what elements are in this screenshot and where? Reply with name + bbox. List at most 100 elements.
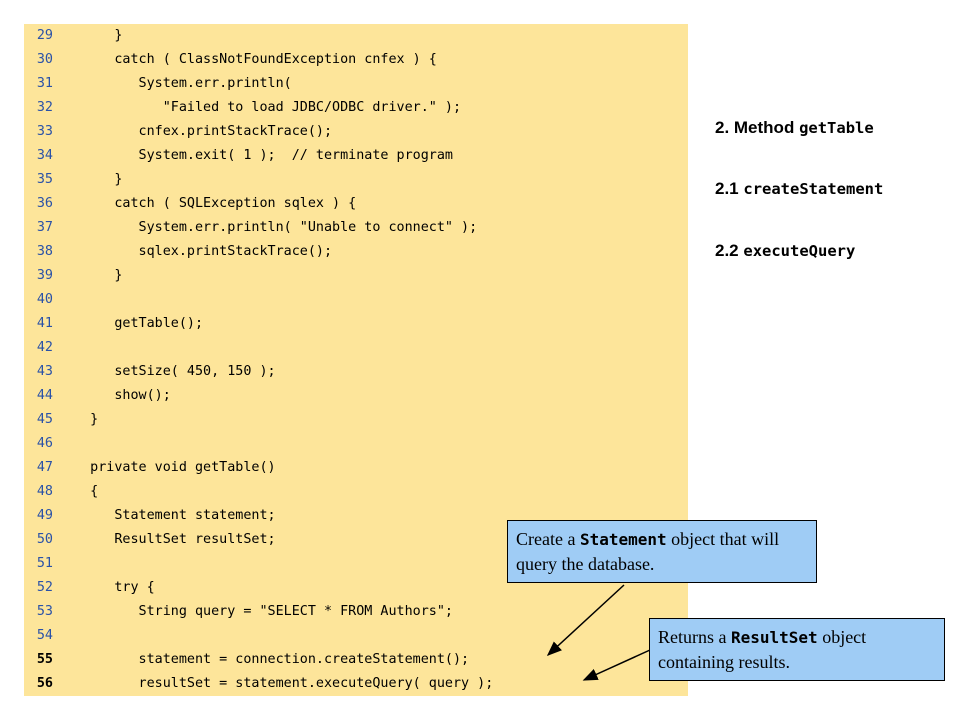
callout-returns-resultset: Returns a ResultSet object containing re… <box>649 618 945 681</box>
code-line: 44 show(); <box>24 384 688 408</box>
line-number: 36 <box>36 196 53 211</box>
code-text: System.exit( 1 ); // terminate program <box>66 148 453 163</box>
line-number: 52 <box>36 580 53 595</box>
line-number: 30 <box>36 52 53 67</box>
code-text: } <box>66 268 123 283</box>
code-line: 36 catch ( SQLException sqlex ) { <box>24 192 688 216</box>
code-text: Statement statement; <box>66 508 276 523</box>
code-text: } <box>66 172 123 187</box>
line-number: 32 <box>36 100 53 115</box>
outline-item-executequery: 2.2 executeQuery <box>715 241 855 261</box>
code-line: 32 "Failed to load JDBC/ODBC driver." ); <box>24 96 688 120</box>
code-text: } <box>66 412 99 427</box>
code-line: 40 <box>24 288 688 312</box>
code-text: resultSet = statement.executeQuery( quer… <box>66 676 494 691</box>
line-number: 46 <box>36 436 53 451</box>
code-line: 37 System.err.println( "Unable to connec… <box>24 216 688 240</box>
code-line: 51 <box>24 552 688 576</box>
code-line: 38 sqlex.printStackTrace(); <box>24 240 688 264</box>
line-number: 35 <box>36 172 53 187</box>
line-number: 49 <box>36 508 53 523</box>
code-text: String query = "SELECT * FROM Authors"; <box>66 604 453 619</box>
line-number: 39 <box>36 268 53 283</box>
code-line: 42 <box>24 336 688 360</box>
code-text: System.err.println( <box>66 76 292 91</box>
line-number: 37 <box>36 220 53 235</box>
outline-code: createStatement <box>743 180 884 198</box>
code-text: show(); <box>66 388 171 403</box>
callout-pre: Returns a <box>658 627 731 647</box>
code-line: 53 String query = "SELECT * FROM Authors… <box>24 600 688 624</box>
line-number: 38 <box>36 244 53 259</box>
code-line: 50 ResultSet resultSet; <box>24 528 688 552</box>
callout-post: object that will query the database. <box>516 529 780 574</box>
outline-code: executeQuery <box>743 242 856 260</box>
line-number: 42 <box>36 340 53 355</box>
code-line: 41 getTable(); <box>24 312 688 336</box>
code-text: sqlex.printStackTrace(); <box>66 244 333 259</box>
code-text: cnfex.printStackTrace(); <box>66 124 333 139</box>
code-text: statement = connection.createStatement()… <box>66 652 470 667</box>
line-number: 43 <box>36 364 53 379</box>
line-number: 51 <box>36 556 53 571</box>
callout-create-statement: Create a Statement object that will quer… <box>507 520 817 583</box>
line-number: 50 <box>36 532 53 547</box>
code-text: catch ( ClassNotFoundException cnfex ) { <box>66 52 437 67</box>
outline-item-createstatement: 2.1 createStatement <box>715 179 883 199</box>
code-line: 43 setSize( 450, 150 ); <box>24 360 688 384</box>
line-number: 41 <box>36 316 53 331</box>
line-number: 47 <box>36 460 53 475</box>
code-line: 31 System.err.println( <box>24 72 688 96</box>
code-text: getTable(); <box>66 316 204 331</box>
callout-code: ResultSet <box>730 628 818 647</box>
code-text: catch ( SQLException sqlex ) { <box>66 196 357 211</box>
arrow-to-line-56 <box>582 649 651 681</box>
outline-label: 2. Method <box>715 118 800 137</box>
line-number: 56 <box>36 676 53 691</box>
code-line: 33 cnfex.printStackTrace(); <box>24 120 688 144</box>
line-number: 44 <box>36 388 53 403</box>
line-number: 40 <box>36 292 53 307</box>
code-line: 49 Statement statement; <box>24 504 688 528</box>
code-line: 34 System.exit( 1 ); // terminate progra… <box>24 144 688 168</box>
line-number: 48 <box>36 484 53 499</box>
code-line: 47 private void getTable() <box>24 456 688 480</box>
outline-label: 2.2 <box>715 241 744 260</box>
outline-code: getTable <box>799 119 874 137</box>
callout-pre: Create a <box>516 529 580 549</box>
code-text: private void getTable() <box>66 460 276 475</box>
code-line: 54 <box>24 624 688 648</box>
outline-item-method-gettable: 2. Method getTable <box>715 118 874 138</box>
code-line: 56 resultSet = statement.executeQuery( q… <box>24 672 688 696</box>
line-number: 29 <box>36 28 53 43</box>
code-line: 52 try { <box>24 576 688 600</box>
code-text: "Failed to load JDBC/ODBC driver." ); <box>66 100 462 115</box>
code-line: 30 catch ( ClassNotFoundException cnfex … <box>24 48 688 72</box>
code-line: 46 <box>24 432 688 456</box>
line-number: 33 <box>36 124 53 139</box>
callout-code: Statement <box>579 530 667 549</box>
code-line: 48 { <box>24 480 688 504</box>
code-text: System.err.println( "Unable to connect" … <box>66 220 478 235</box>
code-line: 45 } <box>24 408 688 432</box>
outline-label: 2.1 <box>715 179 744 198</box>
code-text: { <box>66 484 99 499</box>
code-text: } <box>66 28 123 43</box>
code-line: 29 } <box>24 24 688 48</box>
code-line: 39 } <box>24 264 688 288</box>
code-line: 55 statement = connection.createStatemen… <box>24 648 688 672</box>
code-text: ResultSet resultSet; <box>66 532 276 547</box>
line-number: 53 <box>36 604 53 619</box>
line-number: 31 <box>36 76 53 91</box>
arrow-to-line-55 <box>546 584 625 657</box>
code-text: try { <box>66 580 155 595</box>
code-text: setSize( 450, 150 ); <box>66 364 276 379</box>
code-line: 35 } <box>24 168 688 192</box>
line-number: 55 <box>36 652 53 667</box>
line-number: 34 <box>36 148 53 163</box>
code-listing: 29 }30 catch ( ClassNotFoundException cn… <box>24 24 688 696</box>
line-number: 54 <box>36 628 53 643</box>
callout-post: object containing results. <box>658 627 867 672</box>
line-number: 45 <box>36 412 53 427</box>
